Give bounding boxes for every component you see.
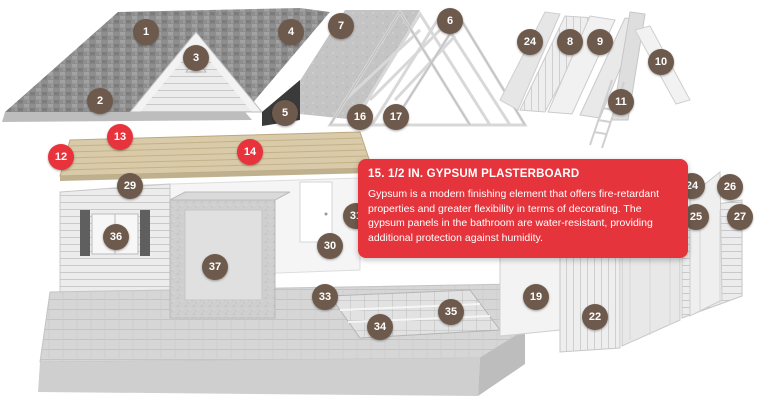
marker-4[interactable]: 4 xyxy=(278,19,304,45)
marker-33[interactable]: 33 xyxy=(312,284,338,310)
marker-17[interactable]: 17 xyxy=(383,104,409,130)
marker-2[interactable]: 2 xyxy=(87,88,113,114)
marker-1[interactable]: 1 xyxy=(133,19,159,45)
floor-joist-grid xyxy=(329,289,501,339)
marker-3[interactable]: 3 xyxy=(183,45,209,71)
marker-16[interactable]: 16 xyxy=(347,104,373,130)
tooltip-description: Gypsum is a modern finishing element tha… xyxy=(368,188,660,244)
marker-11[interactable]: 11 xyxy=(608,89,634,115)
marker-26[interactable]: 26 xyxy=(717,174,743,200)
roof-shingles xyxy=(5,8,330,112)
marker-34[interactable]: 34 xyxy=(367,314,393,340)
marker-14[interactable]: 14 xyxy=(237,139,263,165)
marker-30[interactable]: 30 xyxy=(317,233,343,259)
marker-8[interactable]: 8 xyxy=(557,29,583,55)
marker-7[interactable]: 7 xyxy=(328,13,354,39)
marker-36[interactable]: 36 xyxy=(103,224,129,250)
marker-37[interactable]: 37 xyxy=(202,254,228,280)
marker-24-top[interactable]: 24 xyxy=(517,29,543,55)
marker-29[interactable]: 29 xyxy=(117,173,143,199)
marker-12[interactable]: 12 xyxy=(48,144,74,170)
marker-35[interactable]: 35 xyxy=(438,299,464,325)
marker-13[interactable]: 13 xyxy=(107,124,133,150)
tooltip-title: 15. 1/2 IN. GYPSUM PLASTERBOARD xyxy=(368,168,580,180)
info-tooltip: 15. 1/2 IN. GYPSUM PLASTERBOARD Gypsum i… xyxy=(358,159,688,258)
marker-9[interactable]: 9 xyxy=(587,29,613,55)
marker-10[interactable]: 10 xyxy=(648,49,674,75)
marker-19[interactable]: 19 xyxy=(523,284,549,310)
marker-27[interactable]: 27 xyxy=(727,204,753,230)
marker-5[interactable]: 5 xyxy=(272,100,298,126)
marker-6[interactable]: 6 xyxy=(437,8,463,34)
marker-22[interactable]: 22 xyxy=(582,304,608,330)
